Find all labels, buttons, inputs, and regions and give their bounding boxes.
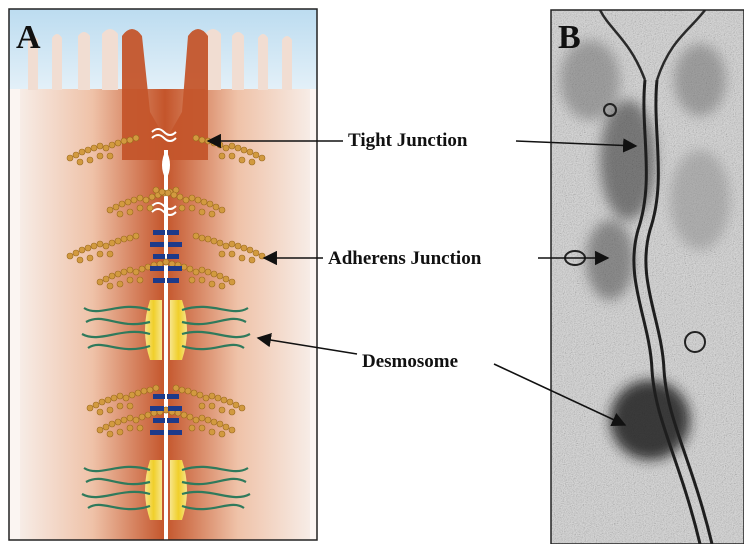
- panel-a: [9, 9, 317, 540]
- panel-a-letter: A: [16, 19, 41, 56]
- label-desmosome: Desmosome: [362, 351, 458, 372]
- panel-b: [551, 10, 744, 544]
- panel-b-letter: B: [558, 19, 581, 56]
- label-adherens-junction: Adherens Junction: [328, 248, 482, 269]
- label-tight-junction: Tight Junction: [348, 130, 468, 151]
